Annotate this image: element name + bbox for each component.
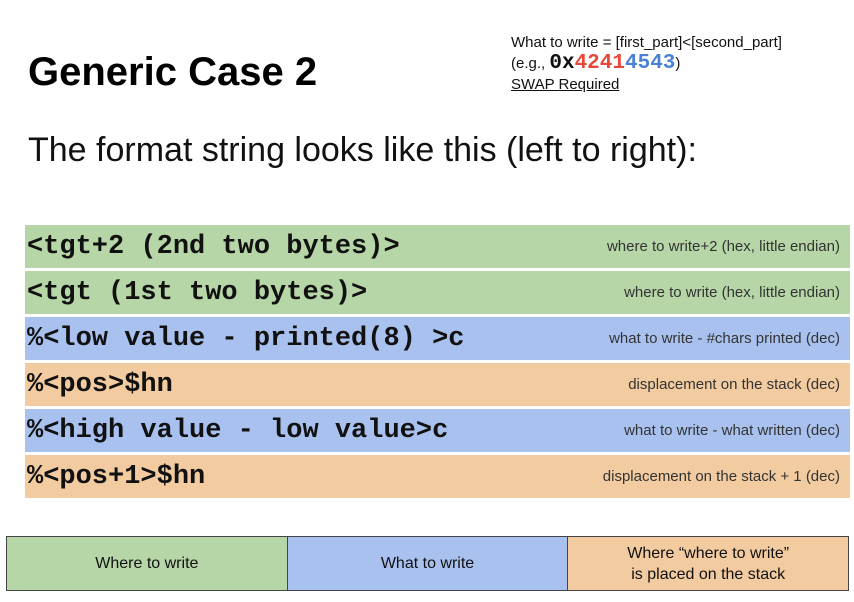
format-row-tgt-plus-2: <tgt+2 (2nd two bytes)> where to write+2… <box>25 225 850 268</box>
hex-second-part: 4543 <box>625 52 676 75</box>
legend-label: Where “where to write” is placed on the … <box>627 543 789 585</box>
format-description: where to write (hex, little endian) <box>624 284 840 301</box>
format-description: where to write+2 (hex, little endian) <box>606 238 840 255</box>
legend-what-to-write: What to write <box>286 537 568 590</box>
legend-label-line2: is placed on the stack <box>631 565 786 583</box>
format-description: what to write - what written (dec) <box>624 422 840 439</box>
format-description: displacement on the stack (dec) <box>628 376 840 393</box>
note-example: (e.g., 0x42414543) <box>511 53 782 74</box>
hex-prefix: 0x <box>549 52 575 75</box>
format-row-tgt: <tgt (1st two bytes)> where to write (he… <box>25 271 850 314</box>
format-description: what to write - #chars printed (dec) <box>609 330 840 347</box>
format-row-high-value: %<high value - low value>c what to write… <box>25 409 850 452</box>
note-formula: What to write = [first_part]<[second_par… <box>511 34 782 51</box>
legend-where-to-write: Where to write <box>7 537 287 590</box>
format-code: %<low value - printed(8) >c <box>27 323 465 354</box>
format-row-low-value: %<low value - printed(8) >c what to writ… <box>25 317 850 360</box>
format-code: %<pos+1>$hn <box>27 461 206 492</box>
legend-stack-placement: Where “where to write” is placed on the … <box>567 537 849 590</box>
format-string-rows: <tgt+2 (2nd two bytes)> where to write+2… <box>25 225 850 501</box>
slide-subtitle: The format string looks like this (left … <box>28 131 697 169</box>
color-legend: Where to write What to write Where “wher… <box>6 536 849 591</box>
example-open: (e.g., <box>511 55 550 72</box>
format-row-pos-plus-1-hn: %<pos+1>$hn displacement on the stack + … <box>25 455 850 498</box>
format-row-pos-hn: %<pos>$hn displacement on the stack (dec… <box>25 363 850 406</box>
slide-title: Generic Case 2 <box>28 50 318 94</box>
legend-label: What to write <box>380 555 475 572</box>
example-close: ) <box>675 55 681 72</box>
format-code: <tgt+2 (2nd two bytes)> <box>27 231 400 262</box>
format-code: %<high value - low value>c <box>27 415 449 446</box>
legend-label-line1: Where “where to write” <box>627 544 790 562</box>
legend-label: Where to write <box>95 555 199 572</box>
format-code: <tgt (1st two bytes)> <box>27 277 368 308</box>
hex-first-part: 4241 <box>574 52 625 75</box>
format-code: %<pos>$hn <box>27 369 173 400</box>
format-description: displacement on the stack + 1 (dec) <box>602 468 840 485</box>
what-to-write-note: What to write = [first_part]<[second_par… <box>511 32 782 95</box>
swap-required-label: SWAP Required <box>511 76 620 93</box>
